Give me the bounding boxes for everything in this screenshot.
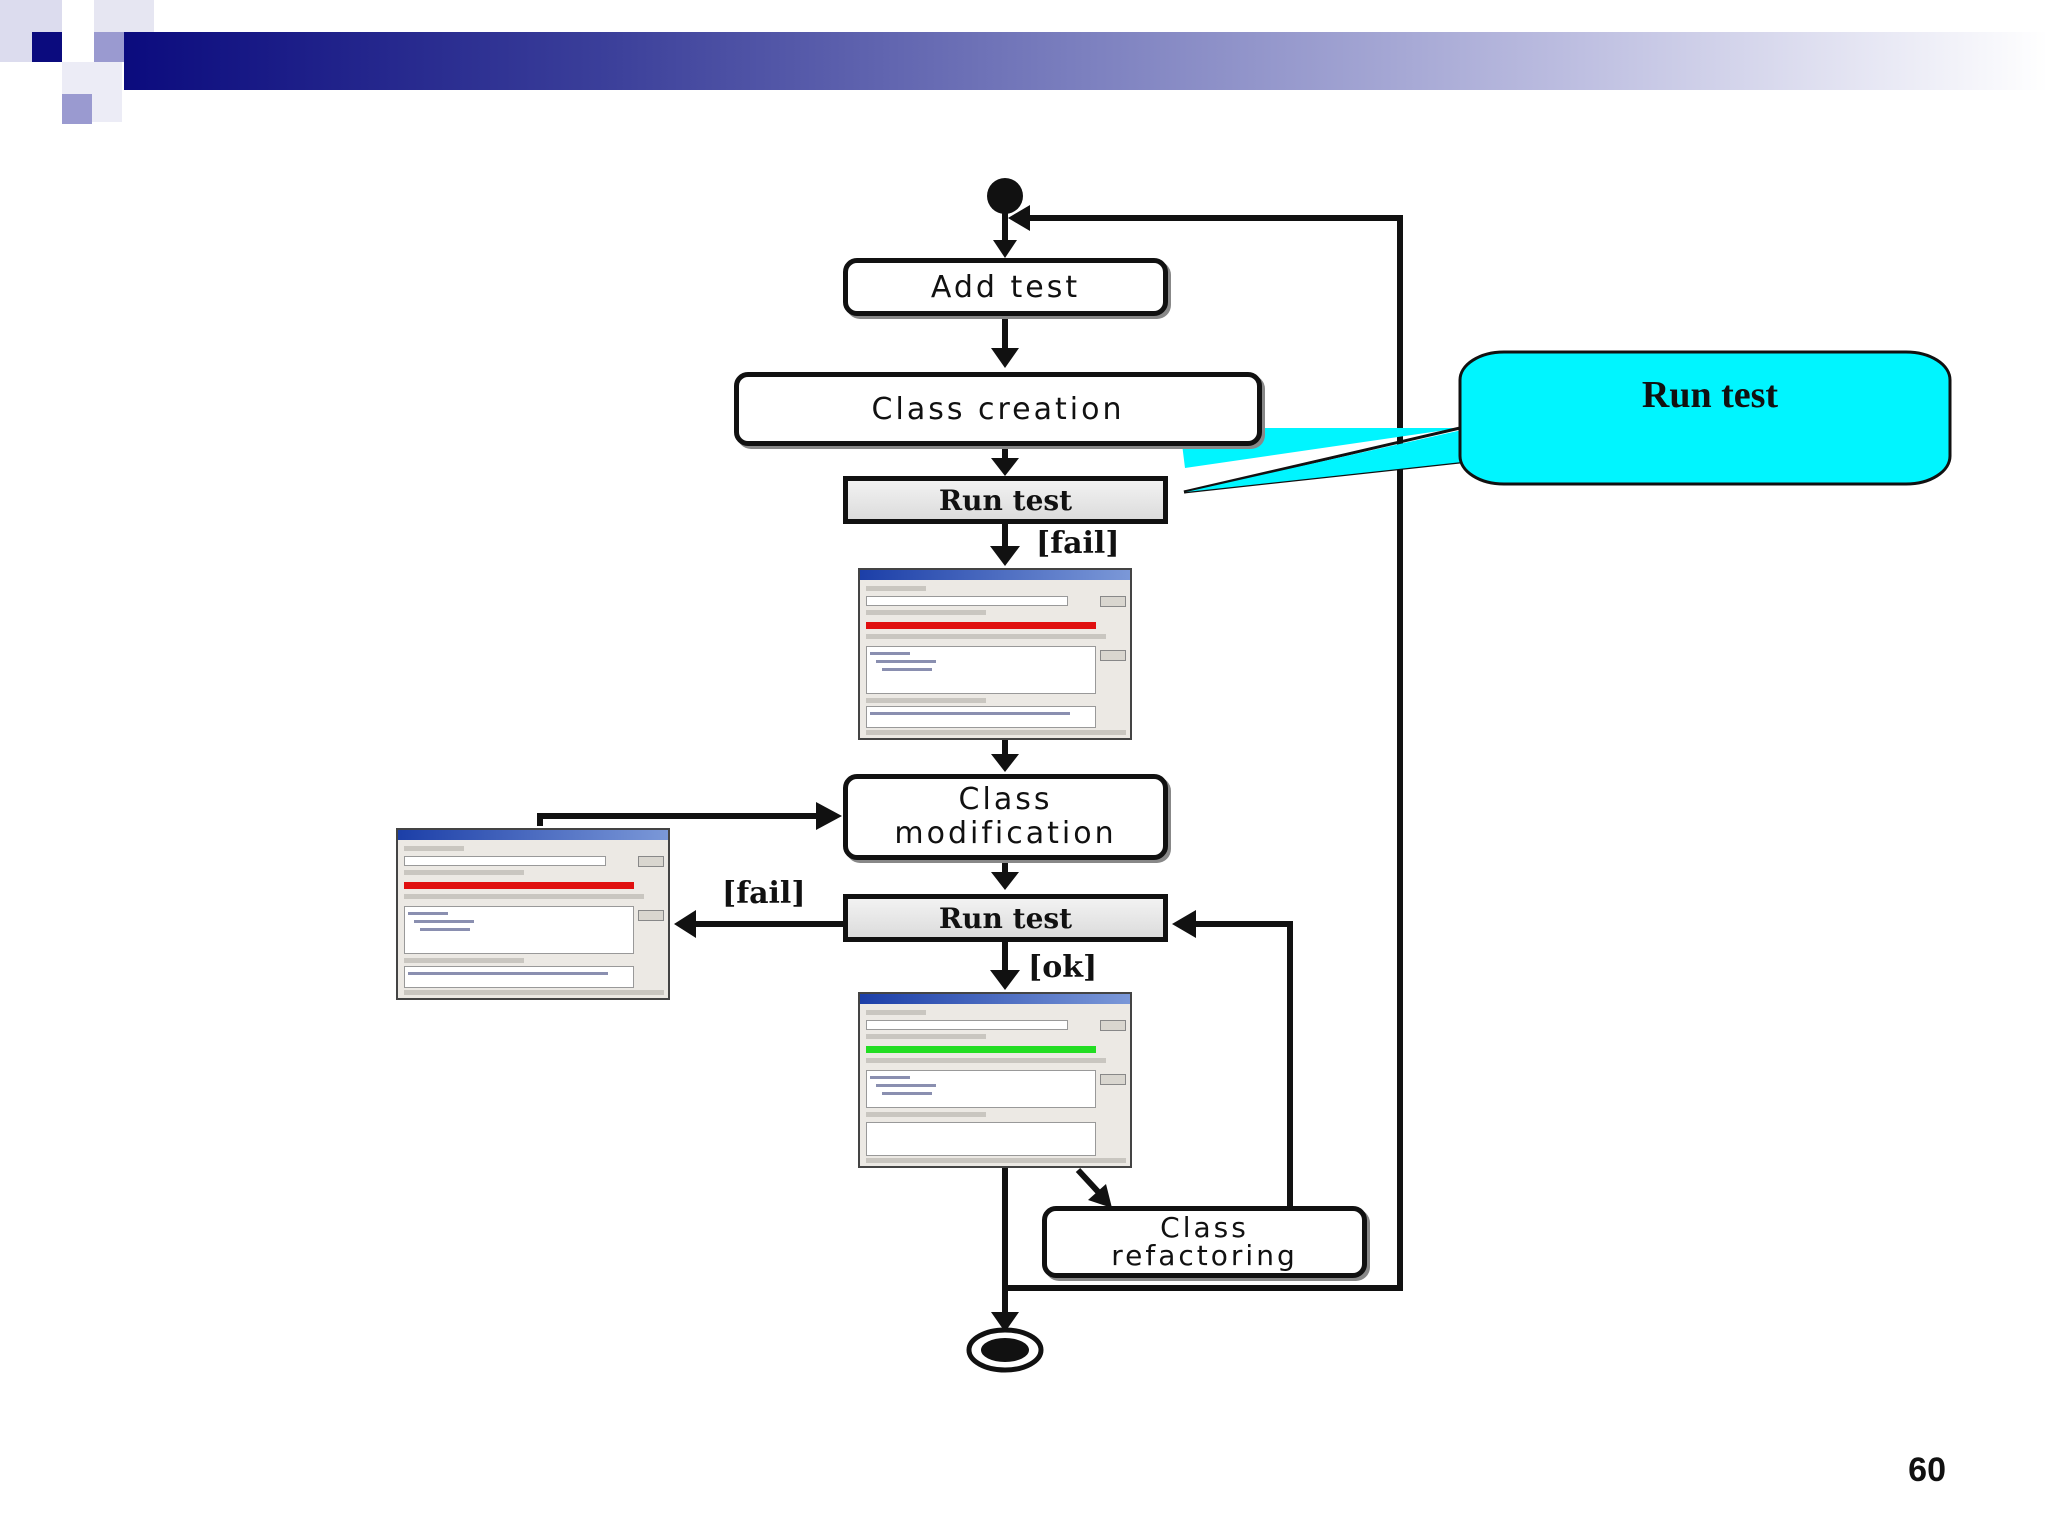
activity-add-test: Add test [843, 258, 1168, 316]
activity-run-test-1: Run test [843, 476, 1168, 524]
junit-window-fail-2 [396, 828, 670, 1000]
page-number: 60 [1908, 1451, 1946, 1489]
junit-window-fail-1 [858, 568, 1132, 740]
activity-class-creation-label: Class creation [871, 391, 1125, 427]
edge-fail-screenshot-to-class-modification [537, 813, 822, 826]
activity-class-refactoring-line2: refactoring [1111, 1239, 1298, 1272]
activity-class-modification: Class modification [843, 774, 1168, 860]
guard-ok: [ok] [1028, 950, 1098, 985]
activity-class-modification-line1: Class [958, 782, 1053, 817]
header-square-6 [62, 94, 92, 124]
header-square-2 [32, 32, 62, 62]
activity-class-refactoring: Class refactoring [1042, 1206, 1367, 1278]
activity-add-test-label: Add test [930, 269, 1081, 305]
activity-run-test-1-label: Run test [938, 483, 1073, 517]
activity-run-test-2-label: Run test [938, 901, 1073, 935]
activity-class-refactoring-line1: Class [1160, 1211, 1249, 1244]
final-node-inner [981, 1338, 1029, 1362]
callout-body [1458, 350, 1952, 486]
guard-fail-1: [fail] [1036, 526, 1120, 561]
initial-node [987, 178, 1023, 214]
edge-class-refactoring-to-run-test [1190, 921, 1293, 1210]
junit-window-ok [858, 992, 1132, 1168]
edge-loop-back-to-start [1005, 215, 1403, 1291]
guard-fail-2: [fail] [722, 876, 806, 911]
activity-class-creation: Class creation [734, 372, 1262, 446]
header-gradient-bar [124, 32, 2048, 90]
activity-class-modification-line2: modification [894, 816, 1117, 851]
header-square-5 [94, 32, 124, 62]
activity-run-test-2: Run test [843, 894, 1168, 942]
callout-label: Run test [1641, 374, 1779, 416]
